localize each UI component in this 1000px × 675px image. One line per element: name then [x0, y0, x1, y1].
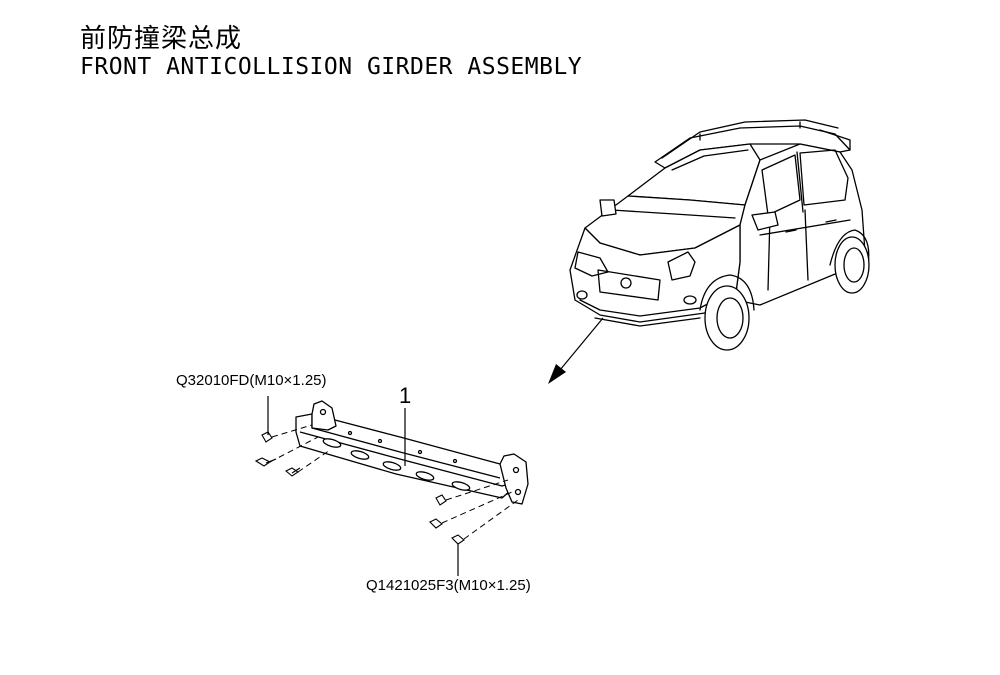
left-fasteners: [254, 431, 301, 477]
title-english: FRONT ANTICOLLISION GIRDER ASSEMBLY: [80, 54, 583, 80]
anticollision-girder: [295, 400, 529, 505]
right-fasteners: [429, 494, 465, 545]
right-dash-lines: [441, 479, 519, 540]
direction-arrow: [548, 317, 604, 384]
title-chinese: 前防撞梁总成: [80, 24, 243, 54]
vehicle-illustration: [569, 119, 870, 351]
item-number-label: 1: [399, 383, 412, 408]
left-dash-lines: [269, 424, 331, 473]
fastener-top-label: Q32010FD(M10×1.25): [176, 372, 327, 389]
fastener-bottom-label: Q1421025F3(M10×1.25): [366, 577, 531, 594]
